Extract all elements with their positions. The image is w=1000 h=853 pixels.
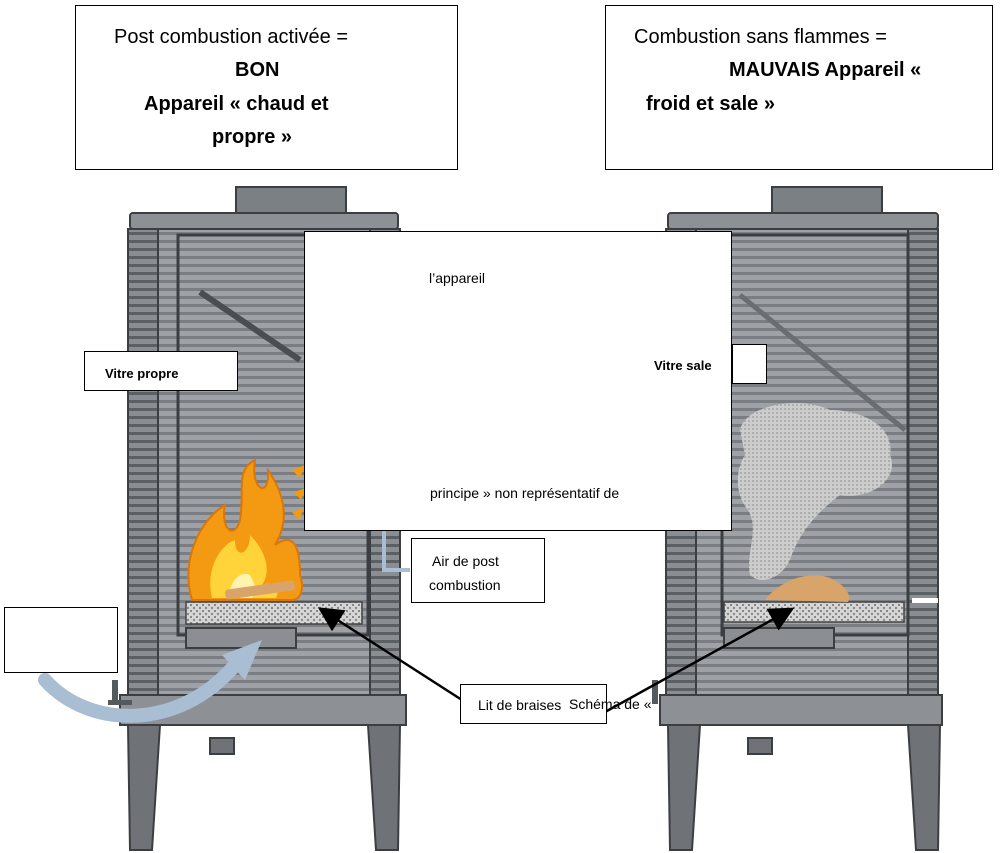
air-inlet-slot xyxy=(912,598,938,603)
left-title-line1: Post combustion activée = xyxy=(114,26,349,48)
air-inlet-arrow xyxy=(38,640,262,723)
flame-graphic xyxy=(187,458,306,601)
smouldering-embers xyxy=(765,575,850,602)
right-title-line1: Combustion sans flammes = xyxy=(634,26,887,48)
center-caption-top: l’appareil xyxy=(429,270,486,286)
arrow-to-right-embers xyxy=(604,607,795,714)
vitre-sale-label: Vitre sale xyxy=(654,358,712,373)
right-title-box: Combustion sans flammes = MAUVAIS Appare… xyxy=(605,5,993,170)
arrow-to-left-embers xyxy=(317,607,463,702)
lit-braises-label: Lit de braises xyxy=(460,684,607,724)
air-post-combustion-label: Air de post combustion xyxy=(411,538,545,603)
right-title-line2: MAUVAIS Appareil « xyxy=(729,59,922,81)
left-title-box: Post combustion activée = BON Appareil «… xyxy=(75,5,458,170)
left-title-line2: BON xyxy=(235,59,280,81)
post-combustion-air-channel xyxy=(382,530,410,572)
right-title-line3: froid et sale » xyxy=(646,93,775,115)
left-title-line3: Appareil « chaud et xyxy=(144,93,329,115)
left-title-line4: propre » xyxy=(212,126,293,148)
center-caption-box: l’appareil principe » non représentatif … xyxy=(304,231,732,531)
vitre-propre-label: Vitre propre xyxy=(84,351,238,391)
vitre-sale-marker xyxy=(732,344,767,384)
schema-de-caption: Schéma de « xyxy=(569,696,652,712)
empty-label-box xyxy=(4,607,118,673)
smoke-graphic xyxy=(737,402,892,580)
center-caption-bottom: principe » non représentatif de xyxy=(430,485,620,501)
